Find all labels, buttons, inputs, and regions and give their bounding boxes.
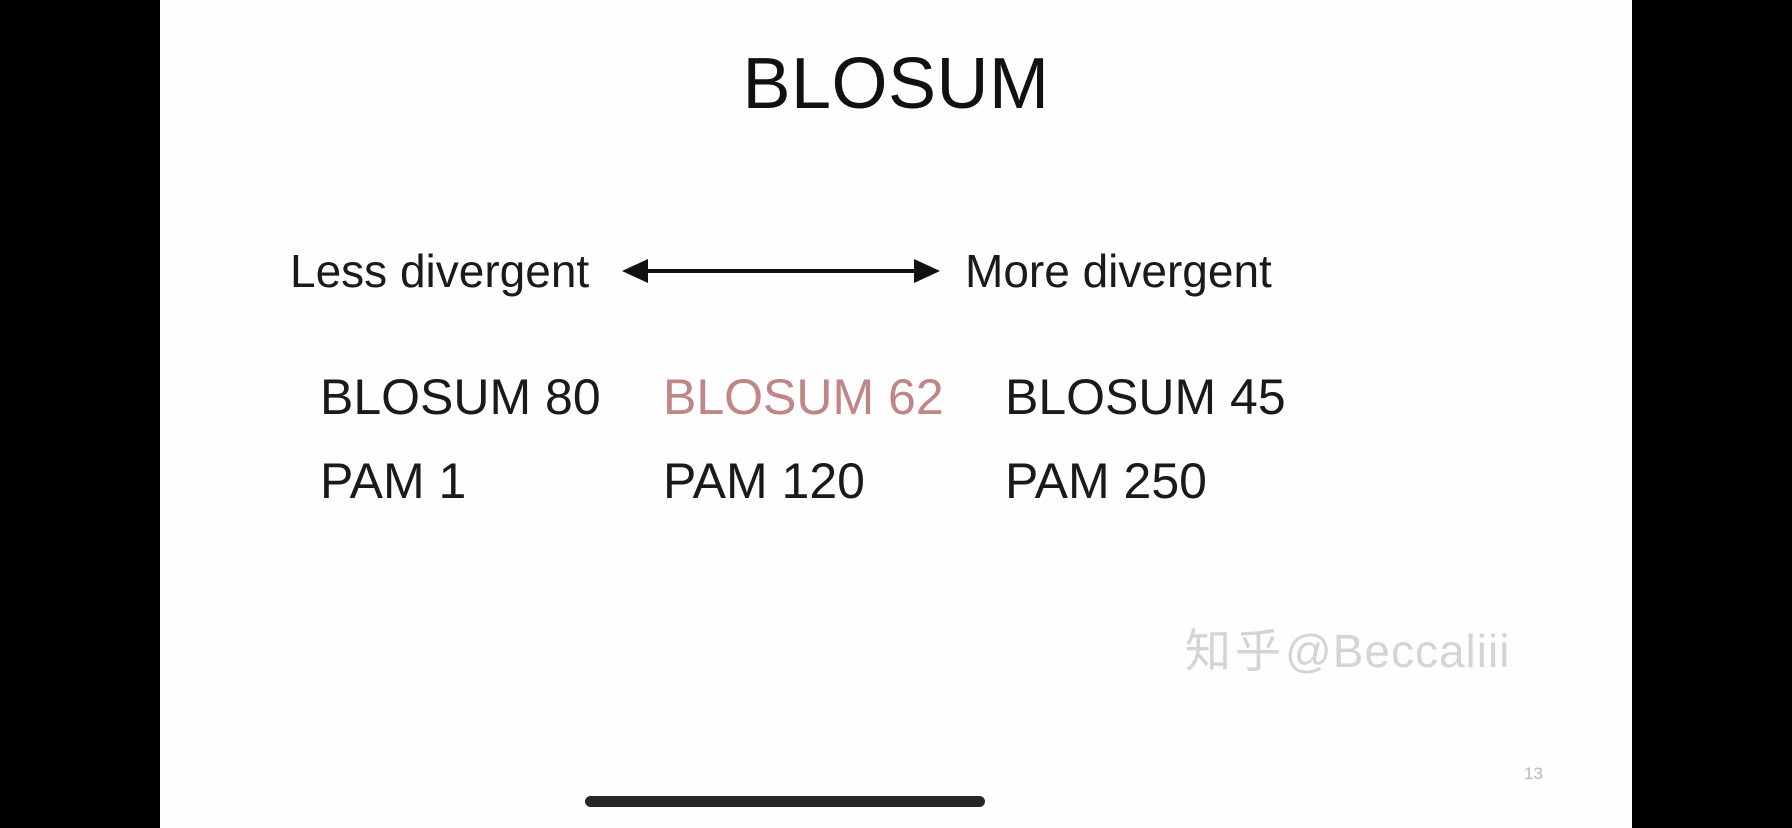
slide-page-number: 13 (1524, 764, 1543, 783)
presentation-slide: BLOSUM Less divergent More divergent BLO… (160, 0, 1632, 828)
table-row: PAM 1 PAM 120 PAM 250 (160, 439, 1632, 523)
page-title: BLOSUM (742, 44, 1050, 124)
matrix-cell-pam-250: PAM 250 (1005, 453, 1207, 509)
double-headed-arrow-icon (622, 254, 940, 288)
matrix-cell-blosum-45: BLOSUM 45 (1005, 369, 1286, 425)
home-indicator[interactable] (585, 796, 985, 807)
letterbox-bar-left (0, 0, 160, 828)
axis-label-less-divergent: Less divergent (290, 245, 590, 297)
matrix-cell-pam-1: PAM 1 (320, 453, 467, 509)
matrix-cell-blosum-80: BLOSUM 80 (320, 369, 601, 425)
table-row: BLOSUM 80 BLOSUM 62 BLOSUM 45 (160, 355, 1632, 439)
matrix-cell-blosum-62: BLOSUM 62 (663, 369, 944, 425)
divergence-axis: Less divergent More divergent (160, 240, 1632, 302)
matrix-comparison-grid: BLOSUM 80 BLOSUM 62 BLOSUM 45 PAM 1 PAM … (160, 355, 1632, 523)
axis-label-more-divergent: More divergent (965, 245, 1272, 297)
matrix-cell-pam-120: PAM 120 (663, 453, 865, 509)
letterbox-bar-right (1632, 0, 1792, 828)
